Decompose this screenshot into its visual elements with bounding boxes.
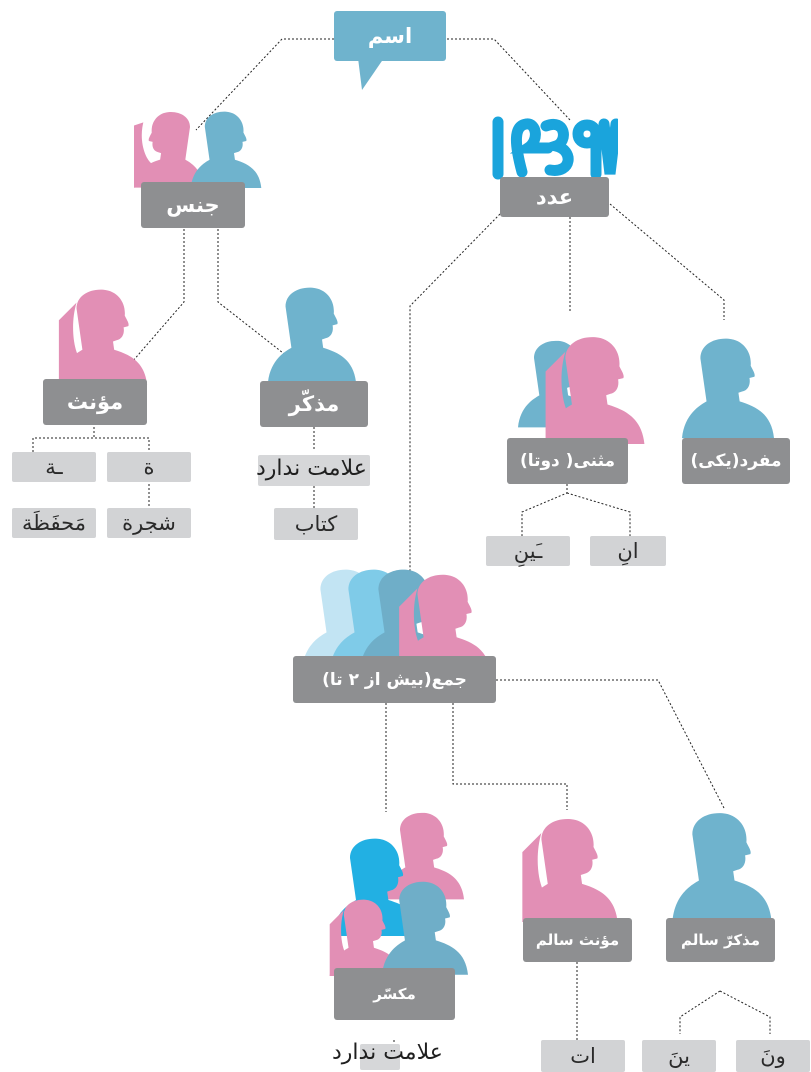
- dual-marker-1: انِ: [590, 536, 666, 566]
- feminine-marker-0: ـة: [45, 455, 63, 479]
- sound-feminine-box: مؤنث سالم: [523, 918, 632, 962]
- sound-masculine-marker-1: ونَ: [736, 1040, 810, 1072]
- dual-marker-0: ـَینِ: [486, 536, 570, 566]
- masculine-box: مذکّر: [260, 381, 368, 427]
- dual-box: مثنی( دوتا): [507, 438, 628, 484]
- feminine-marker-tied: ـة: [12, 452, 96, 482]
- sound-masculine-label: مذکرّ سالم: [681, 931, 761, 949]
- male-silhouette-icon: [267, 287, 357, 383]
- plural-box: جمع(بیش از ۲ تا): [293, 656, 496, 703]
- gender-label: جنس: [166, 193, 220, 217]
- root-label-box: اسم: [334, 11, 446, 61]
- masculine-label: مذکّر: [288, 392, 340, 416]
- feminine-example-0: مَحفَظَة: [12, 508, 96, 538]
- dual-female-head-icon: [545, 337, 645, 444]
- root-bubble-tail-icon: [358, 58, 384, 90]
- feminine-box: مؤنث: [43, 379, 147, 425]
- plural-female-head-icon: [399, 574, 491, 674]
- singular-box: مفرد(یکی): [682, 438, 790, 484]
- sound-masculine-head-icon: [672, 813, 772, 920]
- feminine-marker-round: ة: [107, 452, 191, 482]
- broken-plural-label: مکسّر: [373, 985, 416, 1003]
- broken-note-bg: [360, 1044, 400, 1070]
- masculine-note-bg: [258, 455, 370, 486]
- female-head-icon: [134, 111, 204, 188]
- broken-plural-box: مکسّر: [334, 968, 455, 1020]
- broken-male-head-icon: [382, 881, 468, 975]
- gender-box: جنس: [141, 182, 245, 228]
- plural-label: جمع(بیش از ۲ تا): [322, 669, 467, 690]
- number-box: عدد: [500, 177, 609, 217]
- broken-female-head-icon-2: [329, 899, 401, 976]
- feminine-example-1: شجرة: [107, 508, 191, 538]
- masculine-note: علامت ندارد: [256, 456, 367, 481]
- female-silhouette-icon: [58, 289, 148, 385]
- singular-label: مفرد(یکی): [690, 451, 782, 471]
- number-label: عدد: [535, 185, 574, 209]
- feminine-label: مؤنث: [66, 390, 124, 414]
- number-digits-icon: [486, 112, 622, 182]
- male-head-icon: [190, 111, 262, 188]
- dual-label: مثنی( دوتا): [519, 451, 616, 471]
- broken-note: علامت ندارد: [332, 1040, 443, 1065]
- singular-male-icon: [682, 338, 774, 439]
- sound-masculine-box: مذکرّ سالم: [666, 918, 775, 962]
- root-label: اسم: [367, 24, 413, 48]
- feminine-marker-1: ة: [143, 455, 155, 479]
- sound-feminine-head-icon: [522, 818, 618, 922]
- sound-feminine-marker: ات: [541, 1040, 625, 1072]
- masculine-example: کتاب: [274, 508, 358, 540]
- sound-feminine-label: مؤنث سالم: [535, 931, 620, 949]
- sound-masculine-marker-0: ینَ: [642, 1040, 716, 1072]
